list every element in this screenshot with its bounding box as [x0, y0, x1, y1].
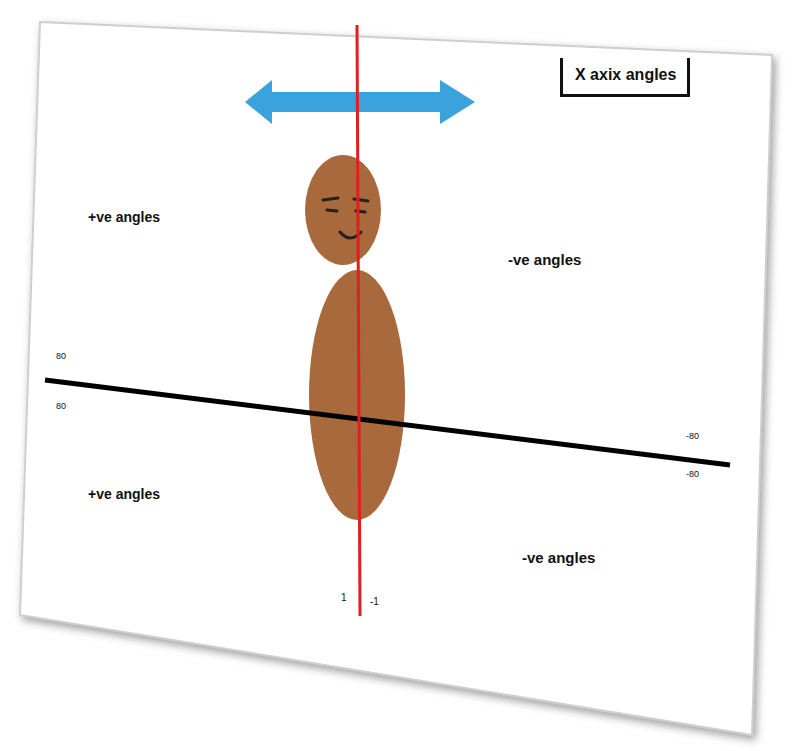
- title-box: X axix angles: [560, 58, 690, 97]
- horizontal-axis: [45, 380, 730, 465]
- region-label: -ve angles: [522, 550, 595, 567]
- region-label: +ve angles: [88, 487, 160, 502]
- axis-value: 1: [341, 592, 347, 603]
- axis-value: 80: [56, 402, 66, 412]
- vertical-axis: [357, 25, 360, 616]
- slide-panel: [20, 22, 772, 735]
- axis-value: -80: [686, 432, 699, 442]
- axis-value: 80: [56, 352, 66, 362]
- figure-eyes: [323, 198, 368, 212]
- axis-value: -80: [686, 470, 699, 480]
- box-title: X axix angles: [575, 66, 677, 84]
- double-arrow: [245, 80, 475, 124]
- axis-value: -1: [370, 596, 379, 607]
- figure-head: [305, 155, 381, 265]
- region-label: -ve angles: [508, 252, 581, 269]
- region-label: +ve angles: [88, 210, 160, 225]
